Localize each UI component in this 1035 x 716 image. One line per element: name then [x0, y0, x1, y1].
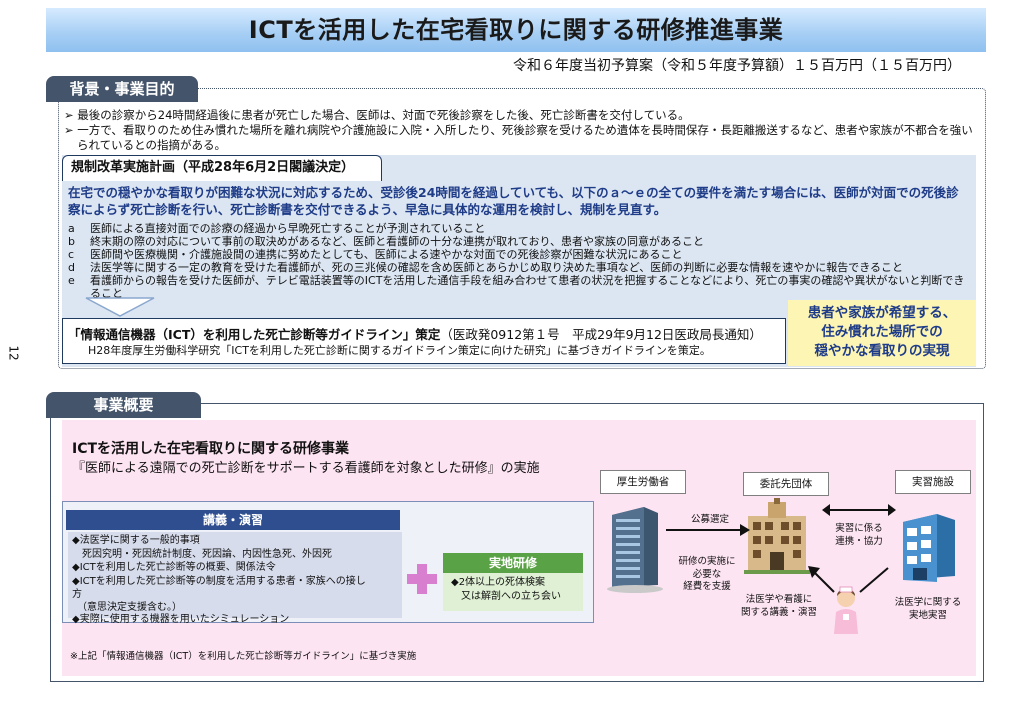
- entrusted-building-icon: [744, 498, 810, 574]
- lecture-item: ◆ICTを利用した死亡診断等の制度を活用する患者・家族への接し: [72, 576, 366, 587]
- condition-letter: a: [68, 222, 75, 235]
- page-number: 12: [6, 345, 21, 361]
- project-title: ICTを活用した在宅看取りに関する研修事業: [72, 441, 350, 457]
- page-title: ICTを活用した在宅看取りに関する研修推進事業: [248, 16, 784, 44]
- lecture-body: [68, 532, 402, 618]
- government-building-icon: [607, 507, 663, 593]
- mhlw-label: 厚生労働省: [600, 470, 686, 494]
- title-banner: [46, 8, 986, 52]
- background-section-frame: [58, 88, 986, 369]
- open-call-label: 公募選定: [690, 514, 729, 525]
- goal-highlight-box: [788, 300, 976, 366]
- condition-text: 看護師からの報告を受けた医師が、テレビ電話装置等のICTを活用した通信手段を組み…: [90, 274, 965, 300]
- overview-section-frame: [50, 403, 984, 682]
- down-arrow-icon: [85, 297, 155, 317]
- lecture-item: 死因究明・死因統計制度、死因論、内因性急死、外因死: [72, 549, 332, 560]
- arrow-bullet-icon: ➢: [64, 123, 78, 137]
- cooperation-arrows-icon: [822, 504, 896, 516]
- lecture-item: （意思決定支援含む。）: [72, 602, 182, 613]
- lecture-item: 方: [72, 589, 82, 600]
- nurse-icon: [834, 586, 858, 634]
- lecture-item: ◆法医学に関する一般的事項: [72, 535, 200, 546]
- condition-letter: b: [68, 235, 75, 248]
- field-training-header: 実地研修: [443, 553, 583, 573]
- background-bullet-1: ➢ 最後の診察から24時間経過後に患者が死亡した場合、医師は、対面で死後診察をし…: [64, 108, 690, 122]
- field-training-body: ◆2体以上の死体検案 又は解剖への立ち会い: [443, 573, 583, 611]
- practice-site-building-icon: [903, 514, 955, 582]
- background-bullet-2: ➢ 一方で、看取りのため住み慣れた場所を離れ病院や介護施設に入院・入所したり、死…: [64, 123, 973, 152]
- arrow-bullet-icon: ➢: [64, 108, 78, 122]
- lecture-flow-arrows-icon: [808, 566, 889, 593]
- background-section-tab: 背景・事業目的: [46, 76, 198, 102]
- lecture-header: 講義・演習: [66, 510, 400, 530]
- condition-letter: d: [68, 261, 75, 274]
- reform-plan-tab: 規制改革実施計画（平成28年6月2日閣議決定）: [62, 155, 382, 181]
- condition-text: 法医学等に関する一定の教育を受けた看護師が、死の三兆候の確認を含め医師とあらかじ…: [90, 261, 904, 274]
- condition-text: 医師による直接対面での診療の経過から早晩死亡することが予測されていること: [90, 222, 486, 235]
- practice-flow-label: 法医学に関する 実地実習: [894, 597, 962, 621]
- condition-letter: e: [68, 274, 75, 287]
- budget-line: 令和６年度当初予算案（令和５年度予算額）１５百万円（１５百万円）: [513, 58, 961, 74]
- entrusted-org-label: 委託先団体: [743, 472, 829, 496]
- lecture-item: ◆ICTを利用した死亡診断等の概要、関係法令: [72, 562, 276, 573]
- footnote: ※上記「情報通信機器（ICT）を利用した死亡診断等ガイドライン」に基づき実施: [70, 651, 417, 662]
- guideline-title: 「情報通信機器（ICT）を利用した死亡診断等ガイドライン」策定（医政発0912第…: [68, 327, 762, 342]
- practice-site-label: 実習施設: [895, 470, 971, 494]
- funding-label: 研修の実施に 必要な 経費を支援: [678, 556, 736, 592]
- guideline-box: [62, 318, 786, 364]
- cooperation-label: 実習に係る 連携・協力: [835, 523, 883, 547]
- plus-icon: [407, 564, 437, 594]
- lecture-flow-label: 法医学や看護に 関する講義・演習: [740, 594, 817, 618]
- overview-section-tab: 事業概要: [46, 392, 201, 418]
- lecture-item: ◆実際に使用する機器を用いたシミュレーション: [72, 614, 290, 625]
- condition-text: 終末期の際の対応について事前の取決めがあるなど、医師と看護師の十分な連携が取れて…: [90, 235, 705, 248]
- condition-letter: c: [68, 248, 75, 261]
- open-call-arrow-icon: [666, 524, 750, 536]
- reform-plan-lead: 在宅での穏やかな看取りが困難な状況に対応するため、受診後24時間を経過していても…: [68, 185, 959, 217]
- project-subtitle: 『医師による遠隔での死亡診断をサポートする看護師を対象とした研修』の実施: [72, 461, 540, 476]
- goal-highlight-text: 患者や家族が希望する、 住み慣れた場所での 穏やかな看取りの実現: [807, 305, 957, 359]
- condition-text: 医師間や医療機関・介護施設間の連携に努めたとしても、医師による速やかな対面での死…: [90, 248, 683, 261]
- guideline-note: H28年度厚生労働科学研究「ICTを利用した死亡診断に関するガイドライン策定に向…: [88, 344, 711, 357]
